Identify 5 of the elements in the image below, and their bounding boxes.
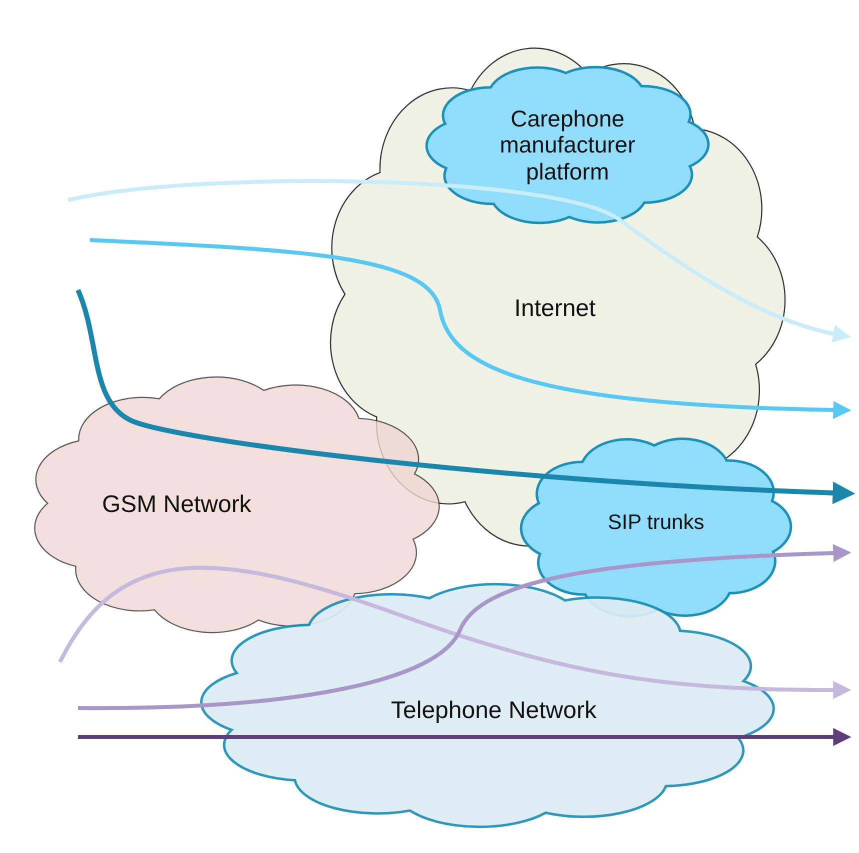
cloud-label: Carephone manufacturer platform [498, 105, 636, 185]
cloud-label: Telephone Network [390, 697, 598, 725]
cloud-label: Internet [513, 295, 597, 323]
cloud-label: SIP trunks [606, 511, 706, 536]
cloud-label: GSM Network [100, 491, 252, 519]
